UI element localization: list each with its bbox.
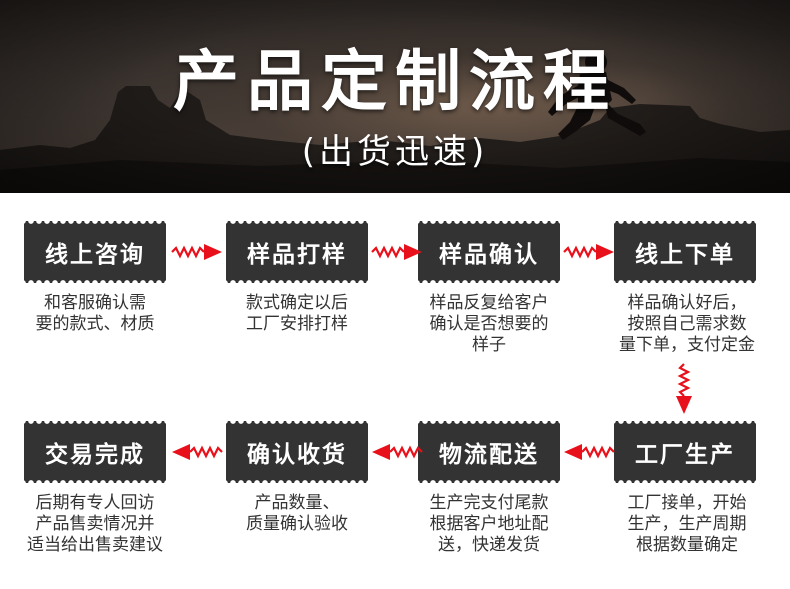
step-box-production: 工厂生产 [614,421,756,483]
arrow-left-icon [564,444,615,460]
step-box-order: 线上下单 [614,221,756,283]
step-label: 交易完成 [45,442,145,468]
step-desc-consult: 和客服确认需 要的款式、材质 [35,293,155,334]
arrow-left-icon [172,444,223,460]
step-desc-order: 样品确认好后， 按照自己需求数 量下单，支付定金 [619,293,755,355]
step-desc-confirm-sample: 样品反复给客户 确认是否想要的 样子 [429,293,549,355]
banner-vignette [0,0,790,193]
step-box-sample: 样品打样 [226,221,368,283]
step-box-delivery: 物流配送 [418,421,560,483]
step-desc-receipt: 产品数量、 质量确认验收 [246,493,348,534]
step-label: 线上咨询 [45,242,145,268]
step-desc-production: 工厂接单，开始 生产，生产周期 根据数量确定 [627,493,747,555]
step-label: 样品打样 [247,242,347,268]
step-desc-sample: 款式确定以后 工厂安排打样 [246,293,348,334]
arrow-right-icon [371,244,422,260]
arrow-right-icon [171,244,222,260]
header-banner: 产品定制流程 (出货迅速) [0,0,790,193]
step-box-complete: 交易完成 [24,421,166,483]
arrow-left-icon [372,444,423,460]
step-box-consult: 线上咨询 [24,221,166,283]
step-box-confirm-sample: 样品确认 [418,221,560,283]
page-subtitle: (出货迅速) [301,132,489,172]
step-label: 工厂生产 [635,442,735,468]
arrow-right-icon [563,244,614,260]
step-label: 确认收货 [247,442,347,468]
step-label: 样品确认 [439,242,539,268]
step-label: 物流配送 [439,442,539,468]
step-box-receipt: 确认收货 [226,421,368,483]
step-desc-delivery: 生产完支付尾款 根据客户地址配 送，快递发货 [429,493,549,555]
step-label: 线上下单 [635,242,735,268]
step-desc-complete: 后期有专人回访 产品售卖情况并 适当给出售卖建议 [27,493,163,555]
arrow-down-icon [676,363,692,414]
page-title: 产品定制流程 [173,43,617,120]
